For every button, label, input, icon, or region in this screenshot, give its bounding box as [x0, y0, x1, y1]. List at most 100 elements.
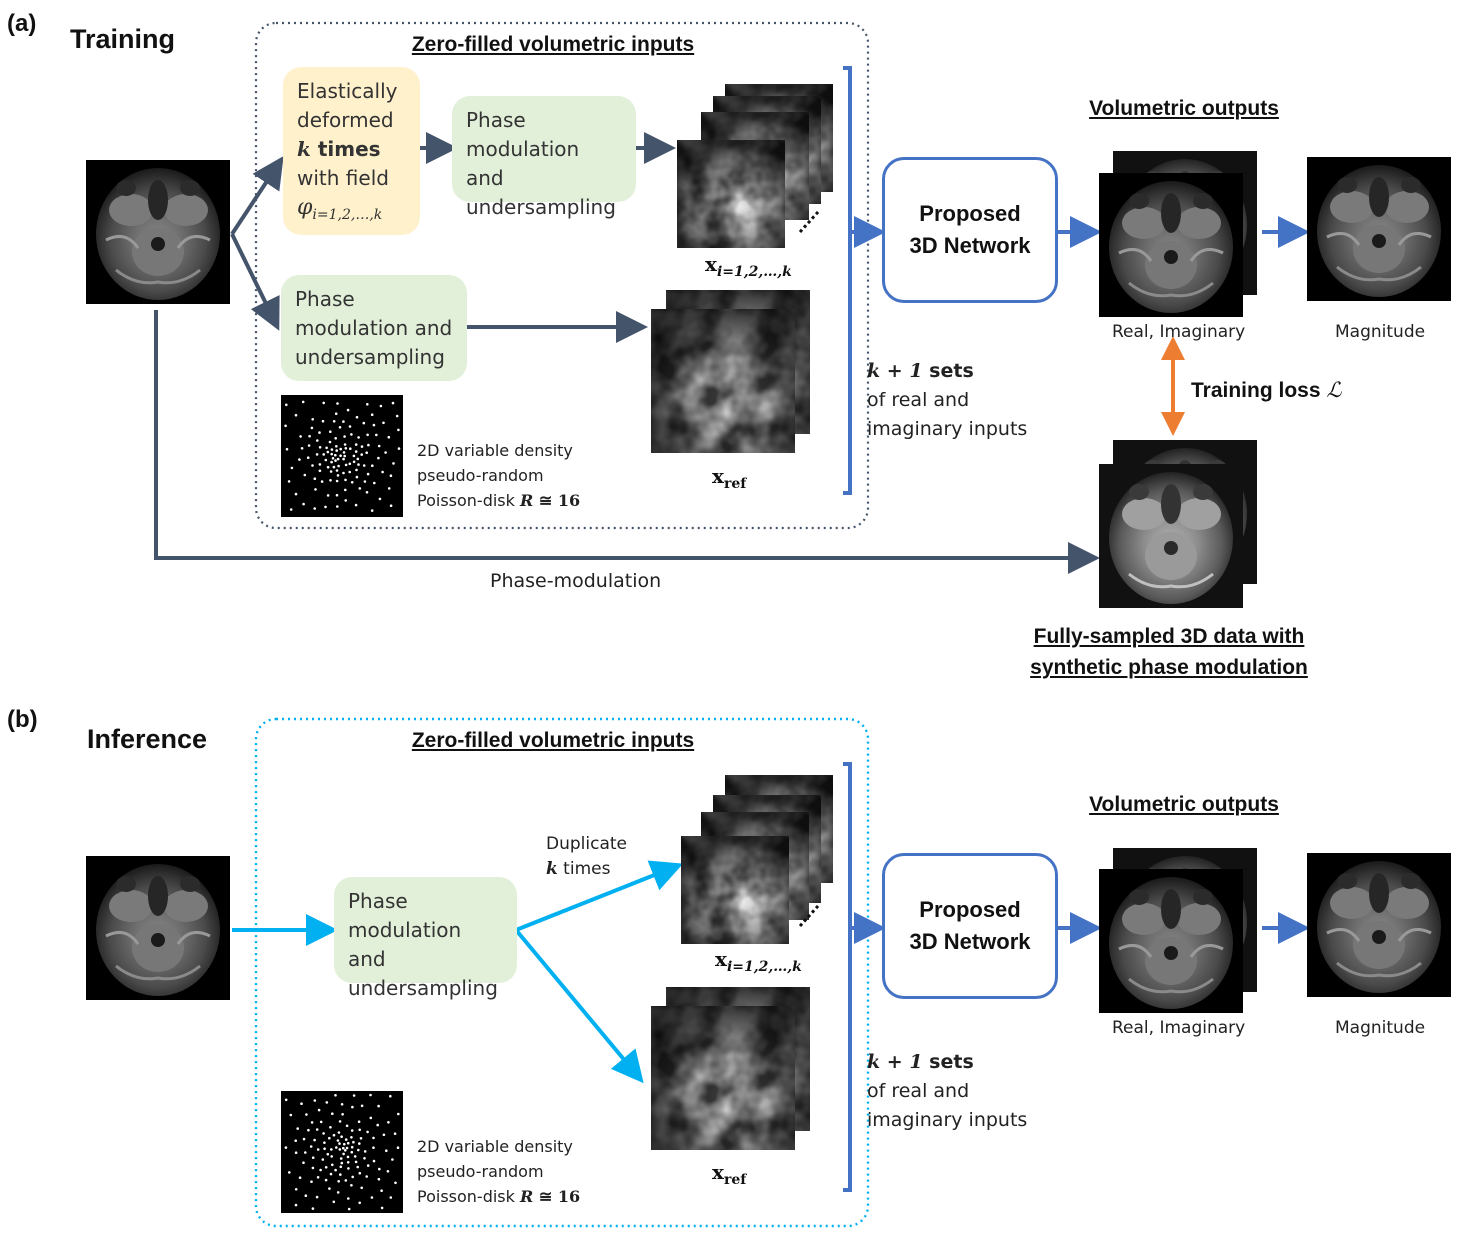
sample-point: [284, 1146, 288, 1149]
sample-point: [338, 1148, 342, 1151]
sample-point: [377, 456, 380, 460]
sample-point: [350, 1150, 354, 1154]
sample-point: [294, 1139, 297, 1142]
sampling-mask-a: [281, 395, 403, 517]
sample-point: [344, 1179, 348, 1182]
sample-point: [358, 1171, 362, 1175]
sample-point: [344, 447, 348, 450]
sample-point: [350, 1129, 354, 1132]
sample-point: [318, 463, 322, 466]
sample-point: [344, 463, 348, 467]
sample-point: [382, 1133, 386, 1137]
sample-point: [370, 509, 374, 512]
bracket-a: [843, 66, 852, 495]
sample-point: [394, 1181, 397, 1185]
sample-point: [298, 458, 301, 461]
sample-point: [366, 1130, 369, 1134]
sample-point: [331, 457, 335, 460]
sample-point: [389, 1196, 393, 1199]
sample-point: [346, 408, 350, 412]
panel-a-title: Training: [70, 24, 176, 54]
sets-line2-a: of real and: [867, 389, 970, 411]
xi-stack-b: [681, 775, 833, 944]
sample-point: [389, 474, 393, 477]
sample-point: [377, 1104, 380, 1108]
sample-point: [332, 465, 336, 469]
sets-line3-b: imaginary inputs: [867, 1109, 1028, 1131]
sample-point: [367, 443, 370, 447]
sample-point: [397, 428, 400, 432]
sample-point: [339, 1165, 343, 1169]
sample-point: [302, 502, 305, 506]
sample-point: [322, 453, 325, 456]
sample-point: [352, 1140, 355, 1144]
sample-point: [397, 1112, 400, 1116]
sets-label-a: k + 1 sets of real and imaginary inputs: [867, 357, 1027, 444]
sample-point: [396, 1146, 400, 1149]
sample-point: [330, 1155, 333, 1158]
sample-point: [365, 451, 368, 454]
sample-point: [363, 480, 367, 483]
sample-point: [332, 1200, 336, 1204]
xref-symbol-b: x: [712, 1160, 724, 1184]
network-line1-a: Proposed: [919, 201, 1021, 226]
sample-point: [347, 1207, 351, 1211]
sets-word-a: sets: [922, 360, 974, 382]
sample-point: [323, 1141, 326, 1144]
xref-label-a: xref: [712, 464, 746, 492]
sample-point: [290, 466, 294, 470]
sample-point: [284, 1098, 288, 1102]
sample-point: [334, 453, 337, 457]
sample-point: [342, 1146, 345, 1150]
sets-line3-a: imaginary inputs: [867, 418, 1028, 440]
sample-point: [377, 1177, 381, 1181]
mask-caption-a-poisson: Poisson-disk: [417, 491, 520, 510]
inputs-title-a: Zero-filled volumetric inputs: [411, 33, 695, 56]
sample-point: [358, 1142, 361, 1145]
xref-stack-a: [651, 290, 810, 453]
sample-point: [387, 1121, 390, 1124]
sample-point: [346, 1161, 350, 1164]
sample-point: [350, 481, 354, 484]
sample-point: [387, 435, 391, 439]
xi-label-b: xi=1,2,…,k: [715, 947, 802, 975]
sample-point: [341, 1113, 344, 1116]
sample-point: [356, 1165, 359, 1169]
sample-point: [331, 1163, 334, 1167]
sample-point: [332, 420, 336, 423]
fully-sampled-line2: synthetic phase modulation: [1030, 656, 1308, 679]
sample-point: [322, 401, 325, 405]
mask-caption-a-line3: Poisson-disk R ≅ 16: [417, 488, 580, 513]
sample-point: [348, 470, 351, 474]
sample-point: [338, 1142, 341, 1145]
xi-symbol-a: x: [705, 252, 717, 276]
sample-point: [389, 504, 393, 507]
sample-point: [340, 1135, 343, 1138]
sample-point: [385, 1149, 388, 1152]
duplicate-times: times: [557, 859, 611, 879]
loss-symbol: ℒ: [1326, 378, 1342, 402]
sample-point: [340, 1103, 344, 1106]
sample-point: [319, 1168, 322, 1172]
mask-caption-b-line1: 2D variable density: [417, 1137, 573, 1156]
sample-point: [395, 414, 399, 418]
sample-point: [315, 453, 319, 456]
sample-point: [345, 1146, 349, 1150]
deform-k: k: [297, 137, 311, 161]
sample-point: [313, 1138, 316, 1142]
sample-point: [360, 1186, 363, 1190]
sample-point: [323, 1147, 326, 1150]
sample-point: [309, 1145, 313, 1148]
sample-point: [311, 464, 314, 467]
mask-caption-a-line2: pseudo-random: [417, 466, 544, 485]
sample-point: [369, 1093, 372, 1097]
phase-modulation-label: Phase-modulation: [490, 570, 662, 592]
input-brain-b: [84, 854, 232, 1002]
xref-subscript-b: ref: [723, 1172, 747, 1188]
sample-point: [334, 1168, 337, 1172]
mask-approx-b: ≅ 16: [533, 1187, 581, 1206]
duplicate-line2: k times: [546, 857, 627, 882]
sample-point: [366, 1164, 370, 1167]
sample-point: [310, 1121, 314, 1124]
xi-subscript-b: i=1,2,…,k: [726, 959, 802, 975]
